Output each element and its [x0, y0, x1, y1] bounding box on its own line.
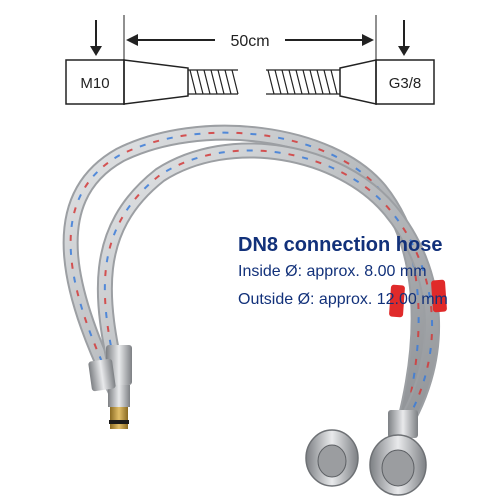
male-fitting	[106, 345, 132, 429]
spec-title: DN8 connection hose	[238, 234, 443, 256]
left-fitting-outline	[65, 59, 189, 105]
hose-2	[96, 142, 441, 448]
hose-label-red	[389, 284, 405, 318]
hose-1	[62, 124, 427, 428]
double-arrow-icon	[126, 34, 374, 46]
dimension-diagram: 50cm M10 G3/8	[65, 15, 435, 105]
hose-photo	[62, 124, 447, 496]
left-thread-label: M10	[80, 75, 109, 92]
length-label: 50cm	[230, 33, 269, 50]
right-fitting-outline	[339, 59, 435, 105]
spec-outside-diameter: Outside Ø: approx. 12.00 mm	[238, 291, 448, 308]
spec-info: DN8 connection hose Inside Ø: approx. 8.…	[238, 232, 478, 314]
female-nut	[369, 410, 427, 496]
male-fitting	[88, 358, 116, 392]
arrow-down-icon	[398, 20, 410, 56]
arrow-down-icon	[90, 20, 102, 56]
female-nut	[305, 429, 359, 487]
hose-coil-left	[188, 69, 239, 95]
hose-label-red	[431, 279, 447, 313]
right-thread-label: G3/8	[389, 75, 422, 92]
spec-inside-diameter: Inside Ø: approx. 8.00 mm	[238, 263, 427, 280]
hose-coil-right	[266, 69, 340, 95]
